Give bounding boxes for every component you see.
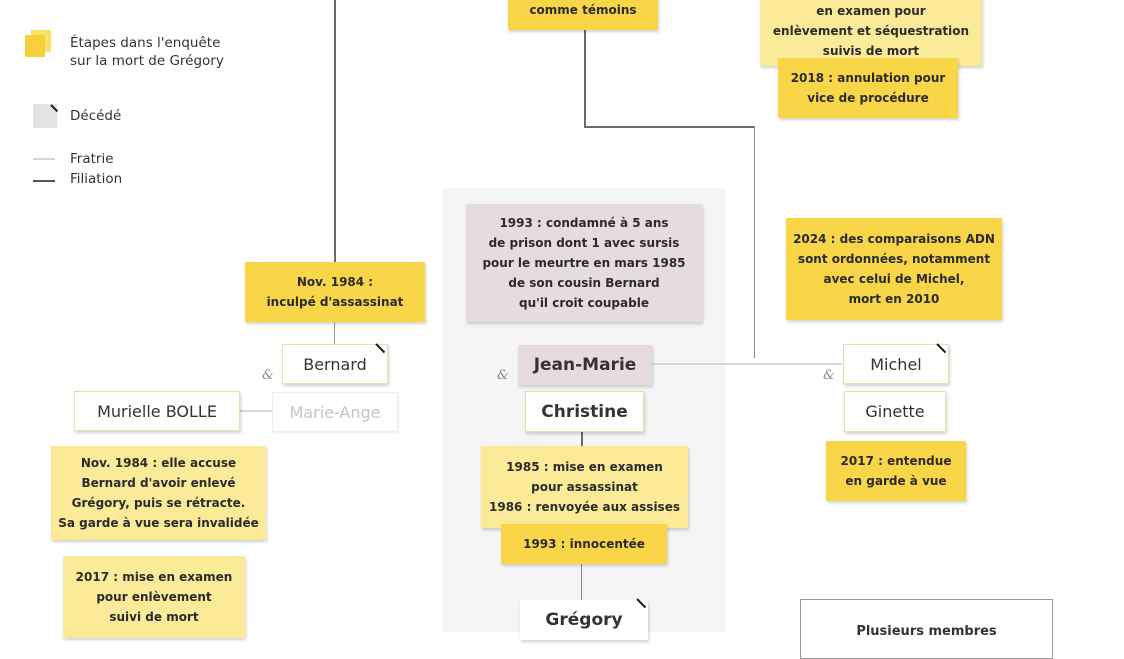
filiation-line-connector: [584, 126, 755, 128]
note-ginette-2017: 2017 : entendue en garde à vue: [826, 441, 966, 501]
person-gregory[interactable]: Grégory: [520, 598, 648, 640]
note-jean-marie-condamne: 1993 : condamné à 5 ans de prison dont 1…: [466, 204, 702, 322]
filiation-line-temoins: [584, 30, 586, 127]
note-christine-1993: 1993 : innocentée: [501, 524, 667, 564]
couple-symbol-jean-marie: &: [497, 368, 509, 383]
note-enlevement-sequestration: en examen pour enlèvement et séquestrati…: [760, 0, 982, 66]
person-bernard-name: Bernard: [303, 354, 367, 374]
filiation-line-christine: [581, 432, 583, 446]
note-christine-1985-1986: 1985 : mise en examen pour assassinat 19…: [481, 446, 688, 528]
legend-filiation-line-icon: [33, 180, 55, 182]
person-christine[interactable]: Christine: [525, 391, 644, 432]
legend-steps-label: Étapes dans l'enquête sur la mort de Gré…: [70, 35, 224, 69]
person-jean-marie-name: Jean-Marie: [533, 355, 637, 375]
filiation-line-gregory: [581, 564, 582, 600]
fratrie-line-jeanmarie-michel: [652, 363, 842, 365]
note-murielle-accuse: Nov. 1984 : elle accuse Bernard d'avoir …: [51, 446, 266, 540]
person-murielle-name: Murielle BOLLE: [97, 401, 217, 421]
person-michel-name: Michel: [870, 354, 922, 374]
note-temoins: comme témoins: [508, 0, 658, 30]
info-box: Plusieurs membres: [800, 599, 1053, 659]
person-christine-name: Christine: [541, 401, 628, 422]
legend-steps-icon: [25, 30, 55, 60]
deceased-icon: [375, 343, 386, 354]
note-annulation-2018: 2018 : annulation pour vice de procédure: [778, 58, 958, 118]
legend-fratrie-line-icon: [33, 158, 55, 160]
deceased-icon: [936, 343, 947, 354]
legend-fratrie-label: Fratrie: [70, 151, 114, 167]
deceased-icon: [636, 598, 647, 609]
legend-filiation-label: Filiation: [70, 171, 123, 187]
person-jean-marie[interactable]: Jean-Marie: [518, 345, 652, 385]
fratrie-line-murielle-marieange: [240, 410, 272, 412]
person-ginette-name: Ginette: [865, 402, 925, 421]
person-gregory-name: Grégory: [545, 610, 623, 630]
note-bernard-inculpe: Nov. 1984 : inculpé d'assassinat: [245, 262, 425, 322]
note-adn-2024: 2024 : des comparaisons ADN sont ordonné…: [786, 218, 1002, 320]
legend-deceased-label: Décédé: [70, 108, 122, 124]
person-bernard[interactable]: Bernard: [282, 343, 388, 384]
person-ginette[interactable]: Ginette: [844, 391, 946, 432]
filiation-line-bernard-note: [334, 322, 335, 344]
person-murielle-bolle[interactable]: Murielle BOLLE: [74, 391, 240, 431]
filiation-line-bernard-top: [334, 0, 336, 262]
person-marie-ange[interactable]: Marie-Ange: [272, 392, 398, 432]
note-murielle-2017: 2017 : mise en examen pour enlèvement su…: [63, 556, 245, 638]
person-michel[interactable]: Michel: [843, 343, 949, 384]
legend-deceased-icon: [33, 104, 57, 128]
couple-symbol-michel: &: [823, 368, 835, 383]
person-marie-ange-name: Marie-Ange: [289, 402, 381, 422]
filiation-line-michel: [754, 126, 755, 358]
couple-symbol-bernard: &: [262, 368, 274, 383]
